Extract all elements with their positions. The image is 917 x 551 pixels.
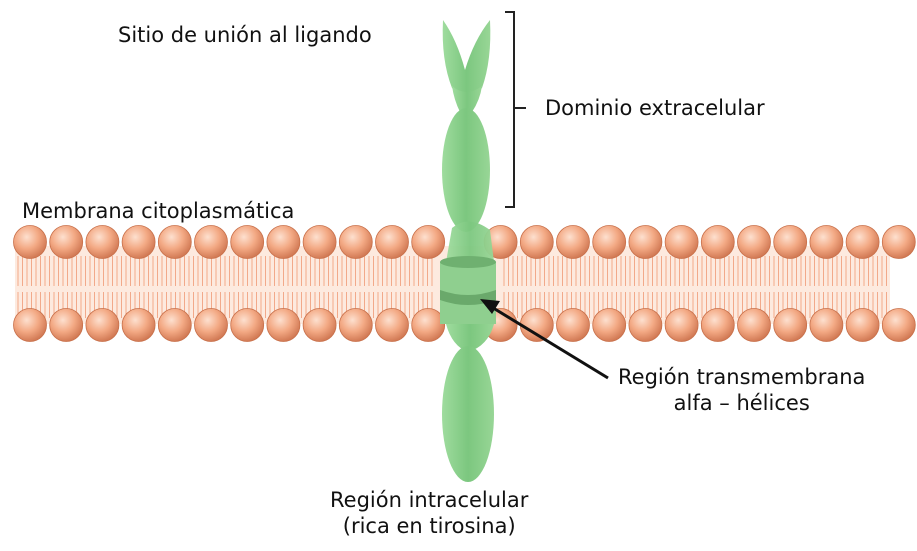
- lipid-head-top: [122, 226, 155, 259]
- transmembrane-label-line2: alfa – hélices: [618, 390, 865, 416]
- lipid-head-top: [267, 226, 300, 259]
- lipid-head-bottom: [158, 309, 191, 342]
- lipid-head-top: [158, 226, 191, 259]
- lipid-head-top: [86, 226, 119, 259]
- lipid-head-bottom: [629, 309, 662, 342]
- intracellular-domain-ellipse: [442, 346, 494, 482]
- lipid-head-bottom: [50, 309, 83, 342]
- lipid-head-bottom: [339, 309, 372, 342]
- lipid-head-top: [557, 226, 590, 259]
- lipid-head-top: [629, 226, 662, 259]
- lipid-head-top: [231, 226, 264, 259]
- lipid-head-top: [593, 226, 626, 259]
- intracellular-label: Región intracelular (rica en tirosina): [330, 487, 528, 539]
- lipid-head-top: [520, 226, 553, 259]
- lipid-head-top: [738, 226, 771, 259]
- receptor-protein: [440, 20, 496, 482]
- lipid-head-bottom: [231, 309, 264, 342]
- lipid-head-bottom: [195, 309, 228, 342]
- transmembrane-label: Región transmembrana alfa – hélices: [618, 364, 865, 416]
- lipid-head-top: [665, 226, 698, 259]
- lipid-head-bottom: [882, 309, 915, 342]
- intracellular-label-line1: Región intracelular: [330, 487, 528, 513]
- lipid-head-top: [701, 226, 734, 259]
- lipid-head-bottom: [810, 309, 843, 342]
- extracellular-bracket: [505, 12, 526, 207]
- lipid-head-top: [882, 226, 915, 259]
- intracellular-label-line2: (rica en tirosina): [330, 513, 528, 539]
- lipid-head-bottom: [303, 309, 336, 342]
- extracellular-domain-label: Dominio extracelular: [545, 95, 765, 121]
- lipid-head-bottom: [520, 309, 553, 342]
- lipid-head-top: [774, 226, 807, 259]
- membrane-label: Membrana citoplasmática: [22, 198, 294, 224]
- lipid-head-bottom: [267, 309, 300, 342]
- lipid-head-bottom: [593, 309, 626, 342]
- lipid-head-top: [339, 226, 372, 259]
- lipid-head-bottom: [738, 309, 771, 342]
- lipid-head-bottom: [774, 309, 807, 342]
- transmembrane-cylinder-top: [440, 256, 496, 268]
- lipid-head-bottom: [86, 309, 119, 342]
- lipid-head-bottom: [701, 309, 734, 342]
- lipid-head-top: [810, 226, 843, 259]
- transmembrane-upper: [446, 221, 494, 262]
- lipid-head-top: [412, 226, 445, 259]
- lipid-head-bottom: [412, 309, 445, 342]
- ligand-binding-site-label: Sitio de unión al ligando: [118, 22, 372, 48]
- lipid-head-top: [50, 226, 83, 259]
- lipid-head-top: [195, 226, 228, 259]
- lipid-head-bottom: [557, 309, 590, 342]
- lipid-head-top: [846, 226, 879, 259]
- lipid-head-bottom: [665, 309, 698, 342]
- transmembrane-label-line1: Región transmembrana: [618, 364, 865, 390]
- lipid-head-bottom: [846, 309, 879, 342]
- lipid-head-bottom: [376, 309, 409, 342]
- lipid-head-bottom: [14, 309, 47, 342]
- lipid-head-top: [303, 226, 336, 259]
- ligand-binding-site: [443, 20, 491, 96]
- lipid-head-top: [14, 226, 47, 259]
- lipid-head-top: [376, 226, 409, 259]
- extracellular-domain-ellipse: [442, 108, 490, 232]
- lipid-head-bottom: [122, 309, 155, 342]
